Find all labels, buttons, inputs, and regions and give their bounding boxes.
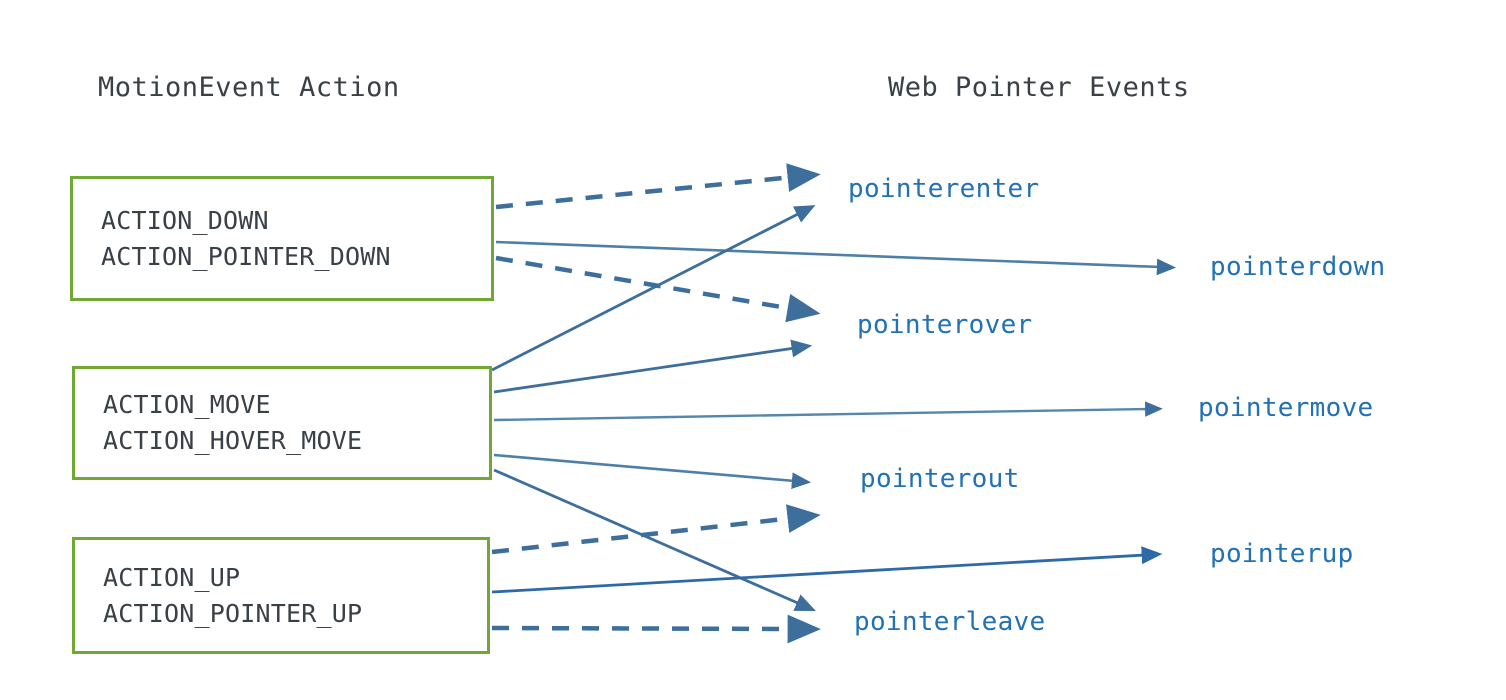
action-box-down[interactable]: ACTION_DOWN ACTION_POINTER_DOWN bbox=[70, 176, 494, 301]
action-box-move[interactable]: ACTION_MOVE ACTION_HOVER_MOVE bbox=[72, 366, 492, 480]
action-box-move-line-1: ACTION_MOVE bbox=[103, 390, 271, 419]
action-box-up[interactable]: ACTION_UP ACTION_POINTER_UP bbox=[72, 537, 490, 654]
wire-down-to-pointerenter bbox=[495, 163, 821, 210]
wire-move-to-pointerenter bbox=[491, 205, 816, 372]
action-box-up-line-1: ACTION_UP bbox=[103, 562, 241, 592]
wire-up-to-pointerout bbox=[491, 504, 821, 555]
action-box-down-line-1: ACTION_DOWN bbox=[101, 205, 269, 235]
action-box-up-line-2: ACTION_POINTER_UP bbox=[103, 598, 363, 628]
event-label-pointerout: pointerout bbox=[860, 464, 1020, 494]
event-label-pointermove: pointermove bbox=[1198, 393, 1374, 423]
wire-move-to-pointerout bbox=[493, 453, 812, 490]
wire-down-to-pointerdown bbox=[495, 240, 1177, 276]
wire-move-to-pointerleave bbox=[493, 468, 816, 611]
wire-up-to-pointerup bbox=[491, 546, 1163, 594]
event-label-pointerup: pointerup bbox=[1210, 539, 1354, 569]
event-label-pointerenter: pointerenter bbox=[848, 174, 1040, 204]
action-box-down-line-2: ACTION_POINTER_DOWN bbox=[101, 241, 391, 271]
wire-move-to-pointermove bbox=[493, 401, 1163, 422]
action-box-move-line-2: ACTION_HOVER_MOVE bbox=[103, 426, 363, 455]
event-label-pointerover: pointerover bbox=[857, 310, 1033, 340]
event-label-pointerdown: pointerdown bbox=[1210, 252, 1386, 282]
column-header-web-pointer-events: Web Pointer Events bbox=[888, 72, 1190, 103]
column-header-motionevent-action: MotionEvent Action bbox=[98, 72, 400, 103]
event-label-pointerleave: pointerleave bbox=[854, 607, 1046, 637]
wire-down-to-pointerover bbox=[495, 255, 821, 323]
wire-up-to-pointerleave bbox=[491, 614, 821, 644]
wire-move-to-pointerover bbox=[493, 339, 813, 394]
